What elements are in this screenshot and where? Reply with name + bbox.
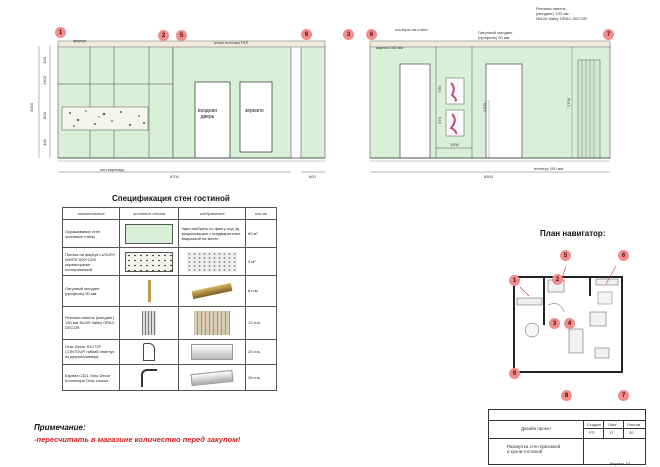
- stamp-sheets: 20: [629, 430, 634, 435]
- label-skirting: плинтус 100 мм: [534, 166, 564, 171]
- dim-2700: 2700: [565, 98, 571, 107]
- dim-width-right: 6500: [484, 174, 493, 179]
- dim-h1: 1300: [41, 76, 47, 85]
- spec-qty: 12 п.м.: [245, 305, 277, 340]
- title-block: Дизайн проект Стадия Лист Листов РП 17 2…: [488, 409, 646, 465]
- stamp-header-sheet: Лист: [608, 422, 617, 427]
- marker-7: 7: [603, 29, 614, 40]
- spec-symbol: [119, 247, 180, 277]
- spec-image: [178, 305, 247, 340]
- dim-2100: 2100: [481, 103, 487, 112]
- dim-small: 600: [309, 174, 316, 179]
- spec-qty: 26 п.м.: [245, 364, 277, 391]
- spec-qty: 20 п.м.: [245, 338, 277, 366]
- spec-name: Карниз C321 Orac Decor Коллекция Orac Lu…: [61, 364, 121, 391]
- stamp-stage: РП: [589, 430, 595, 435]
- marker-1: 1: [55, 27, 66, 38]
- plan-marker-7: 7: [618, 390, 629, 401]
- label-cornice: карниз 100 мм: [376, 45, 403, 50]
- table-row: Латунный молдинг (профиль) 50 мм 8 п.м.: [61, 275, 277, 307]
- marker-2: 2: [158, 30, 169, 41]
- plan-marker-9: 9: [509, 368, 520, 379]
- dim-height: 3000: [28, 103, 34, 112]
- spec-symbol: [119, 338, 180, 366]
- spec-image: [178, 364, 247, 391]
- table-row: Окрашивание стен основные стены *цвет вы…: [61, 218, 277, 249]
- spec-name: Реечная панель (молдинг) 130 мм №109 Val…: [61, 305, 121, 340]
- dim-730: 730: [436, 86, 442, 93]
- label-mirror: зеркало: [245, 108, 264, 114]
- label-floor-skirting: пол.карнизур: [100, 167, 125, 172]
- spec-qty: 60 м²: [245, 218, 277, 249]
- label-panel: Реечная панель (молдинг) 130 мм №109 Val…: [536, 6, 587, 21]
- spec-header-qty: кол-во: [245, 207, 277, 220]
- spec-name: Плитка на фартук LUXURY WHITE 600*1200 к…: [61, 247, 121, 277]
- stamp-project: Дизайн проект: [521, 426, 552, 431]
- spec-name: Orac Decor SX172F CONTOUR гибкий плинтус…: [61, 338, 121, 366]
- dim-h4: 100: [41, 57, 47, 64]
- label-door: входная дверь: [198, 108, 217, 120]
- note-title: Примечание:: [34, 423, 86, 432]
- plan-title: План навигатор:: [540, 229, 606, 238]
- stamp-sheet-title: Развертка стен прихожей и кухни-гостиной: [507, 444, 561, 454]
- label-moulding: Латунный молдинг (профиль) 50 мм: [478, 30, 513, 40]
- spec-name: Латунный молдинг (профиль) 50 мм: [61, 275, 121, 307]
- plan-marker-4: 4: [564, 318, 575, 329]
- plan-marker-6: 6: [618, 250, 629, 261]
- spec-symbol: [119, 275, 180, 307]
- marker-5: 5: [176, 30, 187, 41]
- plan-marker-3: 3: [549, 318, 560, 329]
- plan-marker-8: 8: [561, 390, 572, 401]
- stamp-sheet: 17: [609, 430, 614, 435]
- plan-marker-2: 2: [552, 274, 563, 285]
- note-text: -пересчитать в магазине количество перед…: [34, 435, 241, 444]
- label-ceiling-slope: откос потолка ГКЛ: [214, 40, 248, 45]
- dim-width-left: 6700: [170, 174, 179, 179]
- spec-image: [178, 247, 247, 277]
- stamp-header-stage: Стадия: [587, 422, 601, 427]
- spec-name: Окрашивание стен основные стены: [61, 218, 121, 249]
- dim-h2: 800: [41, 112, 47, 119]
- spec-symbol: [119, 305, 180, 340]
- spec-header-image: изображение: [178, 207, 247, 220]
- spec-image-note: *цвет выбрать по факту под 3д визуализац…: [178, 218, 247, 249]
- plan-marker-1: 1: [509, 275, 520, 286]
- spec-image: [178, 338, 247, 366]
- spec-image: [178, 275, 247, 307]
- spec-header-row: наименование условные обозна изображение…: [61, 207, 277, 220]
- table-row: Карниз C321 Orac Decor Коллекция Orac Lu…: [61, 364, 277, 391]
- stamp-format: Формат А3: [610, 461, 631, 466]
- spec-symbol: [119, 364, 180, 391]
- stamp-header-sheets: Листов: [627, 422, 640, 427]
- plan-marker-5: 5: [560, 250, 571, 261]
- dim-570: 570: [436, 117, 442, 124]
- spec-header-name: наименование: [61, 207, 121, 220]
- spec-table: наименование условные обозна изображение…: [61, 207, 277, 391]
- dim-h3: 400: [41, 139, 47, 146]
- spec-qty: 3 м²: [245, 247, 277, 277]
- spec-title: Спецификация стен гостиной: [112, 194, 230, 203]
- table-row: Orac Decor SX172F CONTOUR гибкий плинтус…: [61, 338, 277, 366]
- table-row: Плитка на фартук LUXURY WHITE 600*1200 к…: [61, 247, 277, 277]
- spec-qty: 8 п.м.: [245, 275, 277, 307]
- marker-6-right: 6: [366, 29, 377, 40]
- spec-header-symbol: условные обозна: [119, 207, 180, 220]
- label-posters: постеры на стене: [395, 27, 428, 32]
- label-facade: фартук: [73, 38, 87, 43]
- dim-1000: 1000: [450, 142, 459, 147]
- table-row: Реечная панель (молдинг) 130 мм №109 Val…: [61, 305, 277, 340]
- spec-symbol: [119, 218, 180, 249]
- marker-3: 3: [343, 29, 354, 40]
- marker-6-left: 6: [301, 29, 312, 40]
